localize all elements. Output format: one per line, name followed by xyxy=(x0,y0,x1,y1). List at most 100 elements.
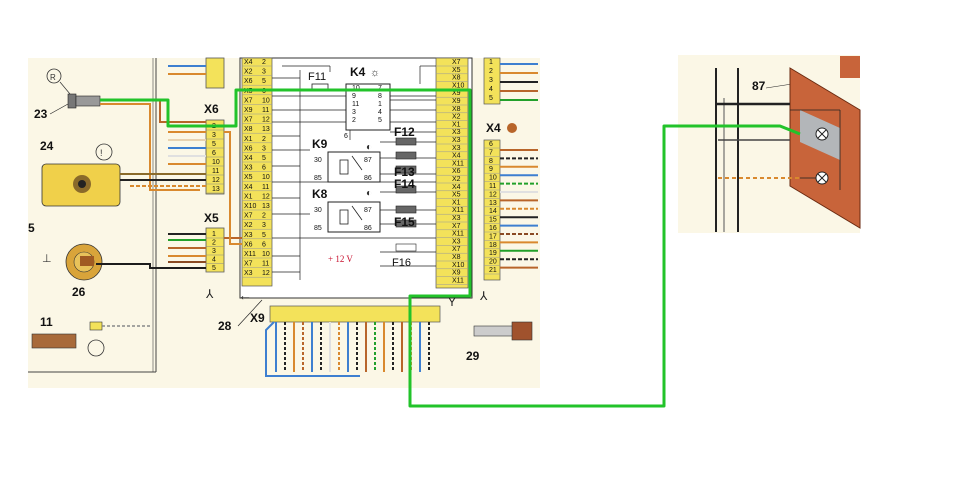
ground-symbol-icon: Y xyxy=(448,295,456,309)
connector-x9-label: X9 xyxy=(250,311,265,325)
mounting-block-left-pin-number: 10 xyxy=(262,174,270,181)
sensor-23: R 23 xyxy=(34,68,101,121)
k9-pin-85: 85 xyxy=(314,175,322,182)
x4-pin-label: 3 xyxy=(489,77,493,84)
x6-pin-label: 11 xyxy=(212,168,219,175)
fuse-f12: F12 xyxy=(394,125,417,146)
svg-text:F15: F15 xyxy=(394,215,415,229)
component-87-label: 87 xyxy=(752,79,766,93)
x6-pin-label: 13 xyxy=(212,186,220,193)
ground-symbol-icon: ⅄ xyxy=(205,287,214,301)
k8-pin-85: 85 xyxy=(314,225,322,232)
x6-pin-label: 3 xyxy=(212,132,216,139)
mounting-block-left-pin-number: 11 xyxy=(262,184,269,191)
mounting-block-left-pin-label: X11 xyxy=(244,251,256,258)
mounting-block-left-pin-label: X7 xyxy=(244,97,253,104)
relay-k4-pin-label: 11 xyxy=(352,101,359,108)
relay-k4-pin-label: 3 xyxy=(352,109,356,116)
x5-pin-label: 3 xyxy=(212,248,216,255)
mounting-block-left-pin-label: X1 xyxy=(244,136,253,143)
mounting-block-right-pin-label: X1 xyxy=(452,199,461,206)
mounting-block-right-pin-label: X9 xyxy=(452,90,461,97)
mounting-block-left-pin-number: 10 xyxy=(262,251,270,258)
svg-text:!: ! xyxy=(100,148,103,158)
x5-pin-label: 1 xyxy=(212,231,216,238)
x4-pin-label: 8 xyxy=(489,158,493,165)
mounting-block-left-pin-label: X9 xyxy=(244,107,253,114)
x5-pin-label: 4 xyxy=(212,257,216,264)
mounting-block-left-pin-number: 13 xyxy=(262,203,270,210)
mounting-block-right-pin-label: X5 xyxy=(452,192,461,199)
mounting-block-left-pin-label: X2 xyxy=(244,222,253,229)
mounting-block-left-pin-label: X1 xyxy=(244,193,253,200)
fuse-f11-label: F11 xyxy=(308,71,326,83)
relay-k9: K9 30 87 85 86 ◐ xyxy=(312,137,381,183)
temperature-symbol-icon: ⊥ xyxy=(42,253,52,265)
mounting-block-left-pin-label: X6 xyxy=(244,78,253,85)
mounting-block-right-pin-label: X2 xyxy=(452,114,461,121)
relay-k4-pin-label: 5 xyxy=(378,117,382,124)
mounting-block-right-pin-label: X8 xyxy=(452,106,461,113)
relay-k4-pin-label: 2 xyxy=(352,117,356,124)
mounting-block-right-pin-label: X3 xyxy=(452,137,461,144)
connector-x9 xyxy=(269,305,441,323)
ground-symbol-icon: ⅄ xyxy=(479,289,488,303)
mounting-block-right-pin-label: X11 xyxy=(452,231,464,238)
x5-pin-label: 2 xyxy=(212,240,216,247)
svg-text:F16: F16 xyxy=(392,257,411,269)
mounting-block-right-pin-label: X9 xyxy=(452,98,461,105)
mounting-block-right-pin-label: X4 xyxy=(452,184,461,191)
x4-pin-label: 9 xyxy=(489,166,493,173)
relay-k8: K8 30 87 85 86 ◐ xyxy=(312,187,381,233)
mounting-block-left-pin-number: 12 xyxy=(262,270,270,277)
mounting-block-left-pin-number: 5 xyxy=(262,155,266,162)
connector-x6-label: X6 xyxy=(204,102,219,116)
mounting-block-left-pin-number: 3 xyxy=(262,145,266,152)
mounting-block-left-pin-number: 3 xyxy=(262,69,266,76)
x4-pin-label: 17 xyxy=(489,233,497,240)
mounting-block-right-pin-label: X9 xyxy=(452,270,461,277)
mounting-block-left-pin-label: X7 xyxy=(244,261,253,268)
mounting-block-left-pin-label: X8 xyxy=(244,126,253,133)
mounting-block-left-pin-number: 2 xyxy=(262,213,266,220)
x4-pin-label: 14 xyxy=(489,208,497,215)
mounting-block-right-pin-label: X3 xyxy=(452,215,461,222)
left-arrow-icon: ← xyxy=(238,287,252,303)
x4-pin-label: 6 xyxy=(489,141,493,148)
component-5-label: 5 xyxy=(28,221,35,235)
x6-pin-label: 6 xyxy=(212,150,216,157)
x4-pin-label: 1 xyxy=(489,59,493,66)
relay-k4-pin-label: 1 xyxy=(378,101,382,108)
mounting-block-right-pin-label: X5 xyxy=(452,67,461,74)
relay-k4-pin-label: 9 xyxy=(352,93,356,100)
x6-pin-label: 5 xyxy=(212,141,216,148)
x5-pin-label: 5 xyxy=(212,265,216,272)
component-23-label: 23 xyxy=(34,107,48,121)
k9-pin-87: 87 xyxy=(364,157,372,164)
mounting-block-right-pin-label: X3 xyxy=(452,129,461,136)
mounting-block-right-pin-label: X11 xyxy=(452,207,464,214)
x4-pin-label: 5 xyxy=(489,95,493,102)
mounting-block-right-pin-label: X7 xyxy=(452,59,461,66)
k8-pin-30: 30 xyxy=(314,207,322,214)
fuse-f14: F14 xyxy=(394,177,417,194)
svg-text:F14: F14 xyxy=(394,177,415,191)
x4-pin-label: 19 xyxy=(489,250,497,257)
k8-pin-86: 86 xyxy=(364,225,372,232)
component-29-label: 29 xyxy=(466,349,480,363)
fuse-f16: F16 xyxy=(392,243,417,269)
mounting-block-left-pin-number: 3 xyxy=(262,222,266,229)
relay-k4-pin-label: 6 xyxy=(344,133,348,140)
mounting-block-left-pin-number: 2 xyxy=(262,59,266,66)
mounting-block-left-pin-number: 6 xyxy=(262,241,266,248)
k8-pin-87: 87 xyxy=(364,207,372,214)
mounting-block-right-pin-label: X7 xyxy=(452,246,461,253)
x4-pin-label: 12 xyxy=(489,191,497,198)
mounting-block-left-pin-number: 13 xyxy=(262,126,270,133)
x4-pin-label: 18 xyxy=(489,242,497,249)
mounting-block-left-pin-label: X7 xyxy=(244,117,253,124)
svg-text:R: R xyxy=(50,73,56,82)
highlighted-wire-path xyxy=(100,88,801,408)
